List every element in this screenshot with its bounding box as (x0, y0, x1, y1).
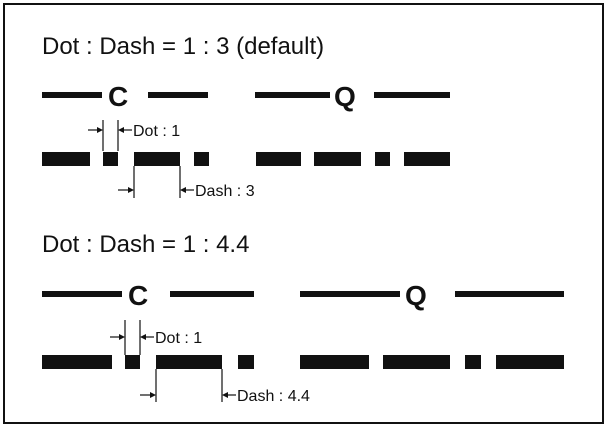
dash-segment (300, 355, 369, 369)
dash-segment (134, 152, 180, 166)
letter-line-default: C Q (42, 81, 450, 112)
dot-segment (465, 355, 481, 369)
letter-c: C (128, 280, 148, 311)
dash-segment (256, 152, 301, 166)
dot-segment (375, 152, 390, 166)
line-segment (42, 92, 102, 98)
letter-c: C (108, 81, 128, 112)
letter-q: Q (405, 280, 427, 311)
letter-line-custom: C Q (42, 280, 564, 311)
diagram-frame (3, 3, 604, 424)
pattern-line-custom (42, 355, 564, 369)
pattern-line-default (42, 152, 450, 166)
arrow-icon (150, 392, 156, 398)
dot-annotation-custom: Dot : 1 (110, 320, 202, 355)
dot-segment (103, 152, 118, 166)
dash-annotation-custom: Dash : 4.4 (140, 369, 310, 405)
dash-segment (42, 355, 112, 369)
dash-label-default: Dash : 3 (195, 183, 255, 200)
line-segment (255, 92, 330, 98)
arrow-icon (128, 187, 134, 193)
dash-label-custom: Dash : 4.4 (237, 388, 310, 405)
dash-annotation-default: Dash : 3 (118, 166, 255, 200)
arrow-icon (222, 392, 228, 398)
dot-annotation-default: Dot : 1 (88, 120, 180, 151)
arrow-icon (118, 127, 124, 133)
dot-segment (238, 355, 254, 369)
arrow-icon (97, 127, 103, 133)
section-heading-custom: Dot : Dash = 1 : 4.4 (42, 231, 249, 258)
section-heading-default: Dot : Dash = 1 : 3 (default) (42, 33, 324, 60)
line-segment (148, 92, 208, 98)
dash-segment (314, 152, 361, 166)
arrow-icon (119, 334, 125, 340)
dot-segment (125, 355, 140, 369)
dot-segment (194, 152, 209, 166)
line-segment (170, 291, 254, 297)
line-segment (300, 291, 400, 297)
letter-q: Q (334, 81, 356, 112)
dash-segment (383, 355, 450, 369)
dot-label-custom: Dot : 1 (155, 330, 202, 347)
line-segment (374, 92, 450, 98)
section-default: Dot : Dash = 1 : 3 (default) C Q Dot : 1 (42, 33, 450, 200)
dash-segment (156, 355, 222, 369)
dot-label-default: Dot : 1 (133, 123, 180, 140)
arrow-icon (180, 187, 186, 193)
arrow-icon (140, 334, 146, 340)
line-segment (42, 291, 122, 297)
section-custom: Dot : Dash = 1 : 4.4 C Q Dot : 1 (42, 231, 564, 405)
dash-segment (496, 355, 564, 369)
line-segment (455, 291, 564, 297)
dash-segment (404, 152, 450, 166)
dash-segment (42, 152, 90, 166)
